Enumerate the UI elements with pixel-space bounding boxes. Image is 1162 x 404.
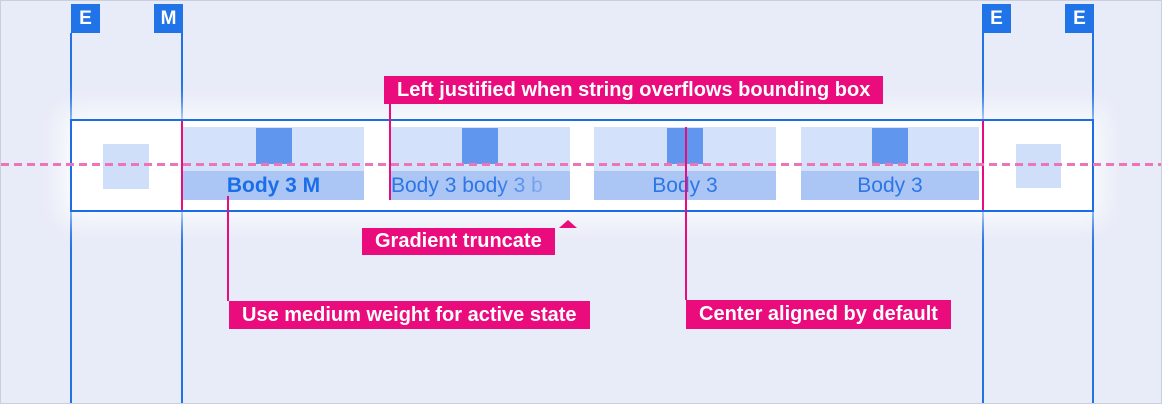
tab-spacing-square xyxy=(255,128,292,164)
baseline-dashed-line xyxy=(1,163,1161,166)
annotation-line-center-aligned xyxy=(685,127,687,300)
tab-spacing-square xyxy=(461,128,498,164)
tab-label[interactable]: Body 3 xyxy=(801,171,979,200)
annotation-pointer-triangle xyxy=(559,220,577,228)
margin-badge-e-right-inner: E xyxy=(982,4,1011,33)
margin-badge-e-left: E xyxy=(71,4,100,33)
margin-badge-e-right-outer: E xyxy=(1065,4,1094,33)
gradient-truncate-overlay xyxy=(495,171,570,200)
margin-guide-line-m xyxy=(181,33,183,403)
annotation-medium-weight: Use medium weight for active state xyxy=(229,301,590,329)
annotation-line-left-justified xyxy=(389,104,391,200)
margin-guide-line-e-right-inner xyxy=(982,33,984,403)
margin-badge-m: M xyxy=(154,4,183,33)
spacing-square-right xyxy=(1016,144,1061,188)
margin-guide-line-e-right-outer xyxy=(1092,33,1094,403)
annotation-gradient-truncate: Gradient truncate xyxy=(362,228,555,255)
tab-label[interactable]: Body 3 M xyxy=(183,171,364,200)
annotation-center-aligned: Center aligned by default xyxy=(686,300,951,329)
annotation-line-medium-weight xyxy=(227,196,229,301)
annotation-left-justified: Left justified when string overflows bou… xyxy=(384,76,884,104)
tab-item-active[interactable]: Body 3 M xyxy=(183,127,364,200)
tab-spacing-square xyxy=(872,128,908,164)
spacing-square-left xyxy=(103,144,149,189)
margin-guide-line-e-left xyxy=(70,33,72,403)
